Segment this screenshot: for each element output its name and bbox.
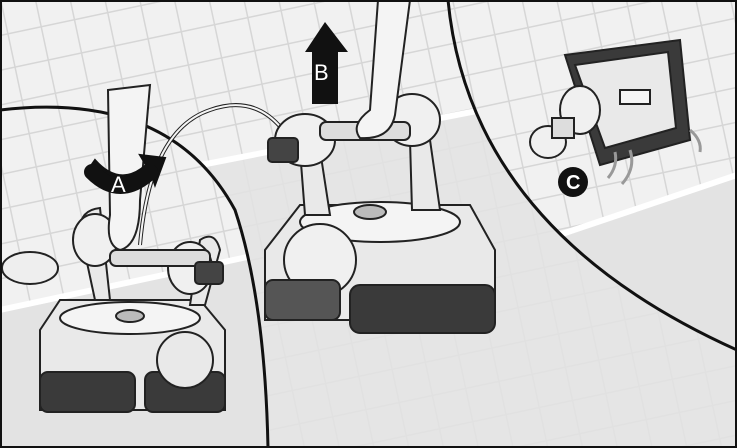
c-marker-icon: C [558,167,588,197]
hand-center [355,0,412,140]
curved-arrow-icon: A [84,153,167,197]
label-a: A [111,172,126,197]
wave-marks [606,128,702,185]
up-arrow-icon: B [305,22,348,104]
robot-left [39,206,226,413]
hand-left [106,83,152,252]
label-b: B [314,60,329,85]
label-c: C [566,172,580,194]
robot-right [529,38,692,167]
robot-center [264,93,496,334]
right-panel-border [446,0,737,352]
cable-float [1,251,59,285]
left-panel-border [0,105,270,448]
